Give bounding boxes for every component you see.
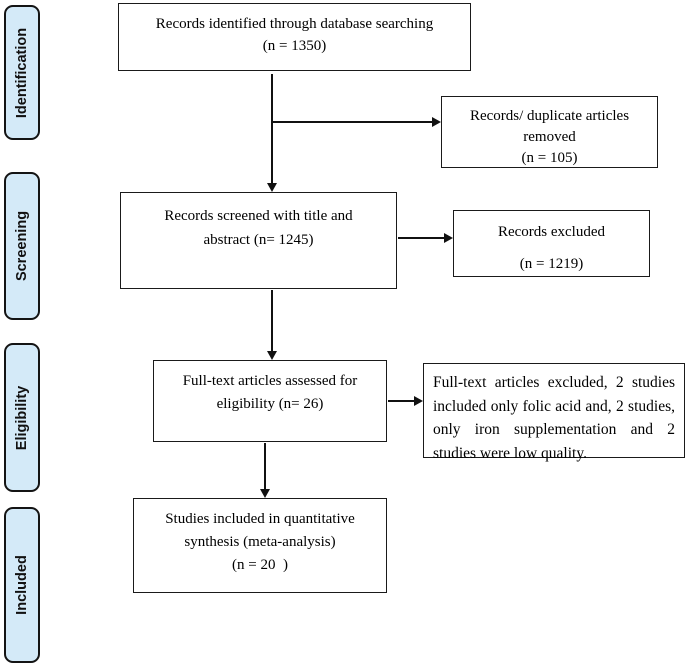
stage-included: Included	[4, 507, 40, 663]
connector-to-records-excluded	[398, 237, 444, 239]
stage-eligibility-label: Eligibility	[14, 385, 31, 450]
arrowhead-identified-to-screened	[266, 183, 277, 192]
arrowhead-screened-to-fulltext	[266, 351, 277, 360]
arrowhead-to-duplicates-removed	[432, 116, 441, 127]
box-studies-included-line2: synthesis (meta-analysis)	[184, 534, 336, 550]
box-fulltext-assessed-line1: Full-text articles assessed for	[182, 373, 358, 389]
box-duplicates-removed: Records/ duplicate articles removed (n =…	[441, 96, 658, 168]
box-fulltext-excluded-text: Full-text articles excluded, 2 studies i…	[433, 374, 675, 462]
stage-identification: Identification	[4, 5, 40, 140]
stage-screening: Screening	[4, 172, 40, 320]
box-records-screened: Records screened with title and abstract…	[120, 192, 397, 289]
box-records-screened-line2: abstract (n= 1245)	[203, 232, 314, 248]
connector-to-duplicates-removed	[272, 121, 432, 123]
box-studies-included-line3: (n = 20 )	[232, 557, 288, 573]
box-records-identified-line1: Records identified through database sear…	[155, 16, 434, 32]
stage-screening-label: Screening	[14, 210, 31, 282]
box-duplicates-removed-line2: removed	[523, 129, 576, 145]
connector-fulltext-to-included	[264, 443, 266, 490]
arrowhead-to-fulltext-excluded	[414, 395, 423, 406]
box-records-identified-line2: (n = 1350)	[262, 38, 327, 54]
box-records-excluded-line1: Records excluded	[497, 224, 606, 240]
arrowhead-fulltext-to-included	[259, 489, 270, 498]
box-records-screened-line1: Records screened with title and	[164, 208, 353, 224]
stage-identification-label: Identification	[14, 27, 31, 118]
box-duplicates-removed-line3: (n = 105)	[521, 150, 578, 166]
box-studies-included-line1: Studies included in quantitative	[165, 511, 355, 527]
connector-screened-to-fulltext	[271, 290, 273, 352]
connector-to-fulltext-excluded	[388, 400, 414, 402]
box-fulltext-assessed: Full-text articles assessed for eligibil…	[153, 360, 387, 442]
box-records-excluded: Records excluded (n = 1219)	[453, 210, 650, 277]
box-studies-included: Studies included in quantitative synthes…	[133, 498, 387, 593]
box-records-identified: Records identified through database sear…	[118, 3, 471, 71]
box-fulltext-excluded: Full-text articles excluded, 2 studies i…	[423, 363, 685, 462]
stage-eligibility: Eligibility	[4, 343, 40, 492]
box-records-excluded-line2: (n = 1219)	[519, 256, 584, 272]
stage-included-label: Included	[14, 555, 30, 615]
connector-identified-to-screened	[271, 74, 273, 185]
box-duplicates-removed-line1: Records/ duplicate articles	[469, 108, 630, 124]
arrowhead-to-records-excluded	[444, 232, 453, 243]
box-fulltext-assessed-line2: eligibility (n= 26)	[216, 396, 324, 412]
